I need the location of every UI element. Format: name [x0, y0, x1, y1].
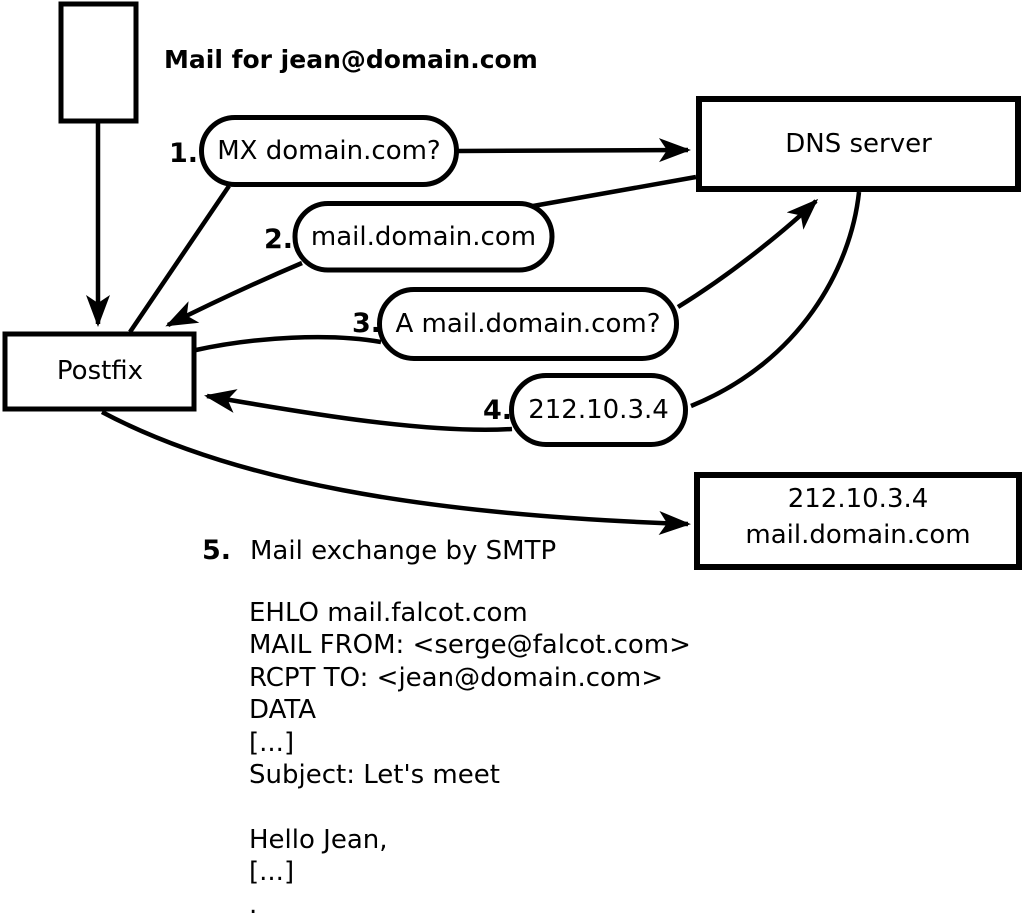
step-5-label: Mail exchange by SMTP: [250, 536, 557, 566]
postfix-box: [2, 331, 197, 412]
envelope-icon: [58, 1, 139, 124]
query1-line-postfix-to-bubble: [128, 184, 231, 334]
bubble-query-mx: [199, 115, 459, 187]
bubble-query-a: [377, 287, 679, 361]
response4-line-dns-to-bubble: [690, 191, 862, 409]
smtp-line: .: [249, 889, 258, 919]
arrow-smtp-exchange: [100, 410, 691, 536]
bubble-response-a: [509, 373, 688, 447]
step-2-number: 2.: [264, 224, 294, 255]
step-5-number: 5.: [202, 535, 232, 566]
mail-server-label: 212.10.3.4 mail.domain.com: [694, 469, 1022, 565]
dns-server-box: [696, 96, 1021, 192]
mail-for-label: Mail for jean@domain.com: [164, 45, 538, 74]
bubble-query-mx-label: MX domain.com?: [217, 135, 441, 166]
smtp-line: [...]: [249, 857, 295, 888]
smtp-line: [...]: [249, 727, 295, 758]
mail-server-ip: 212.10.3.4: [787, 484, 929, 514]
bubble-response-a-label: 212.10.3.4: [528, 395, 669, 425]
smtp-line: [249, 791, 691, 823]
smtp-line: Subject: Let's meet: [249, 759, 500, 790]
arrow-query1-to-dns: [457, 138, 691, 163]
step-3-number: 3.: [352, 308, 382, 339]
step-4-number: 4.: [483, 395, 513, 426]
smtp-line: RCPT TO: <jean@domain.com>: [249, 662, 664, 693]
smtp-session-text: EHLO mail.falcot.com MAIL FROM: <serge@f…: [249, 597, 691, 919]
arrow-response4-to-postfix: [204, 389, 513, 433]
smtp-line: EHLO mail.falcot.com: [249, 598, 528, 628]
bubble-response-mx-label: mail.domain.com: [310, 221, 537, 252]
arrow-response2-to-postfix: [165, 260, 303, 328]
bubble-query-a-label: A mail.domain.com?: [395, 309, 661, 339]
arrow-query3-to-dns: [676, 198, 819, 309]
dns-server-label: DNS server: [785, 129, 932, 159]
smtp-line: DATA: [249, 695, 316, 726]
smtp-line: Hello Jean,: [249, 824, 388, 855]
mail-server-hostname: mail.domain.com: [745, 520, 971, 550]
step-1-number: 1.: [169, 138, 199, 169]
smtp-line: MAIL FROM: <serge@falcot.com>: [249, 630, 691, 661]
postfix-label: Postfix: [56, 356, 144, 386]
bubble-response-mx: [292, 201, 555, 273]
query3-line-postfix-to-bubble: [195, 334, 382, 353]
mail-server-box: [694, 472, 1022, 570]
response2-line-dns-to-bubble: [532, 174, 697, 209]
